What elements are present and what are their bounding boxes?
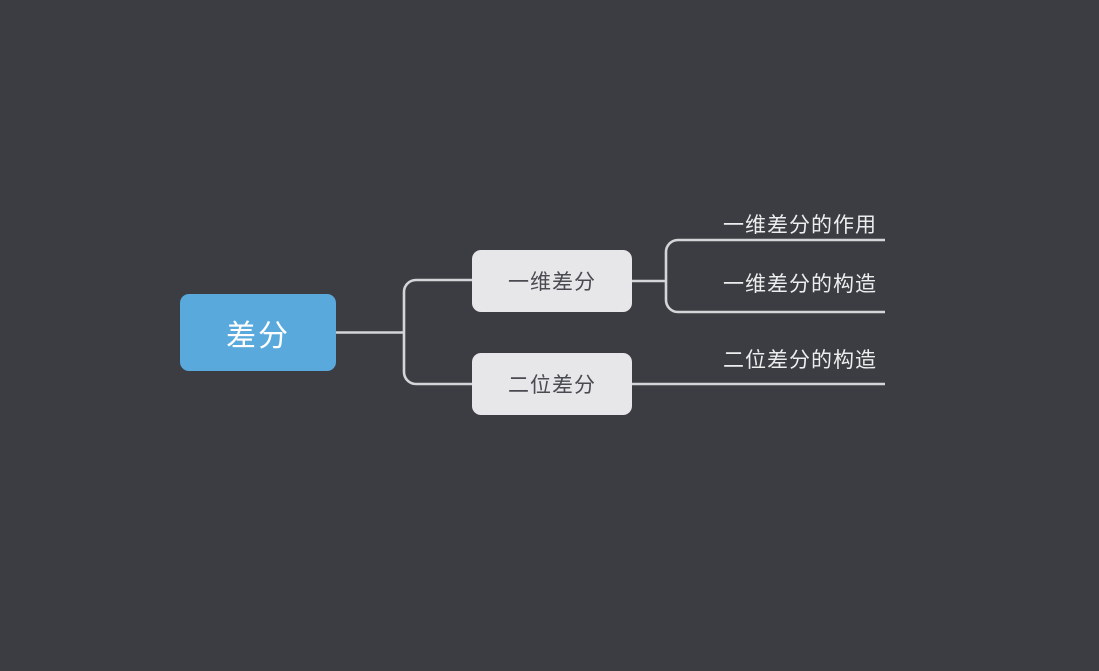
node-leaf-label: 二位差分的构造 bbox=[723, 349, 877, 372]
node-leaf-label: 一维差分的作用 bbox=[723, 214, 877, 237]
node-branch-erwei-chafen[interactable]: 二位差分 bbox=[472, 353, 632, 415]
node-leaf-yiwei-chafen-gouzao[interactable]: 一维差分的构造 bbox=[640, 263, 885, 303]
node-leaf-yiwei-chafen-zuoyong[interactable]: 一维差分的作用 bbox=[640, 204, 885, 244]
node-branch-yiwei-chafen[interactable]: 一维差分 bbox=[472, 250, 632, 312]
node-leaf-erwei-chafen-gouzao[interactable]: 二位差分的构造 bbox=[640, 339, 885, 379]
edge-root-bracket-lower bbox=[402, 332, 472, 386]
node-root-label: 差分 bbox=[226, 319, 290, 353]
node-branch-label: 一维差分 bbox=[508, 271, 596, 294]
node-branch-label: 二位差分 bbox=[508, 374, 596, 397]
node-root[interactable]: 差分 bbox=[180, 294, 336, 371]
edge-root-bracket bbox=[402, 278, 472, 333]
node-leaf-label: 一维差分的构造 bbox=[723, 273, 877, 296]
